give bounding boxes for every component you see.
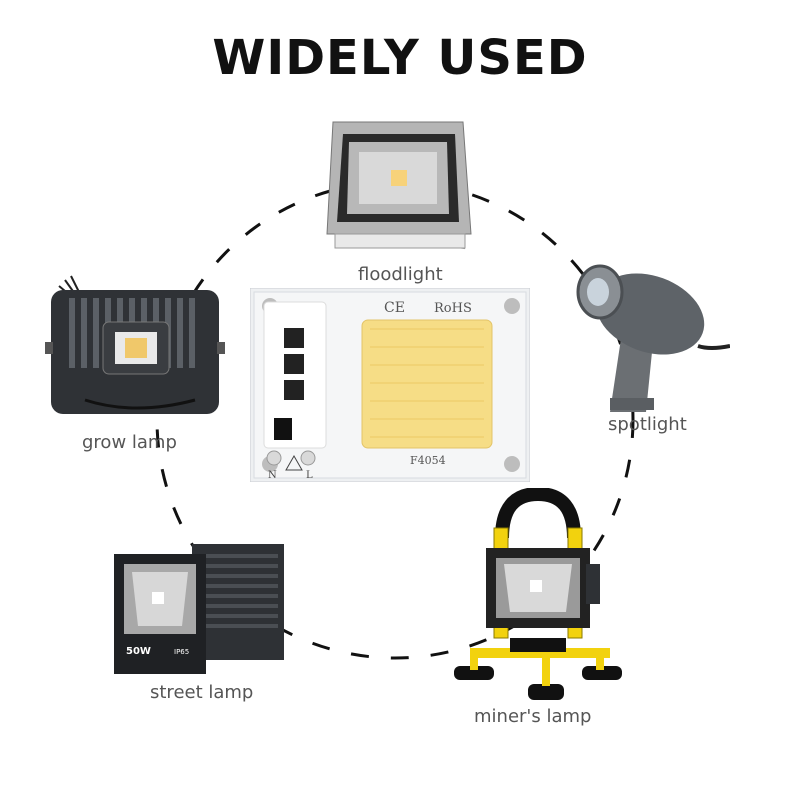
- street-lamp-label: street lamp: [150, 682, 254, 703]
- grow-lamp-label: grow lamp: [82, 432, 177, 453]
- chip-model: F4054: [410, 454, 446, 467]
- spotlight-label: spotlight: [608, 414, 687, 435]
- miners-lamp-label: miner's lamp: [474, 706, 592, 727]
- led-chip-image: N L CE RoHS F4054: [250, 288, 530, 482]
- spotlight-image: [576, 264, 730, 412]
- miners-lamp-image: [454, 488, 622, 700]
- page-title: WIDELY USED: [212, 30, 588, 86]
- street-lamp-rating: IP65: [174, 648, 189, 656]
- chip-rohs-mark: RoHS: [434, 301, 472, 316]
- grow-lamp-image: [45, 275, 225, 414]
- street-lamp-image: 50W IP65: [114, 544, 284, 674]
- floodlight-label: floodlight: [358, 264, 443, 285]
- chip-l-label: L: [306, 470, 313, 481]
- street-lamp-power: 50W: [126, 646, 151, 657]
- chip-ce-mark: CE: [384, 300, 405, 316]
- chip-n-label: N: [268, 470, 277, 481]
- floodlight-image: [326, 121, 472, 250]
